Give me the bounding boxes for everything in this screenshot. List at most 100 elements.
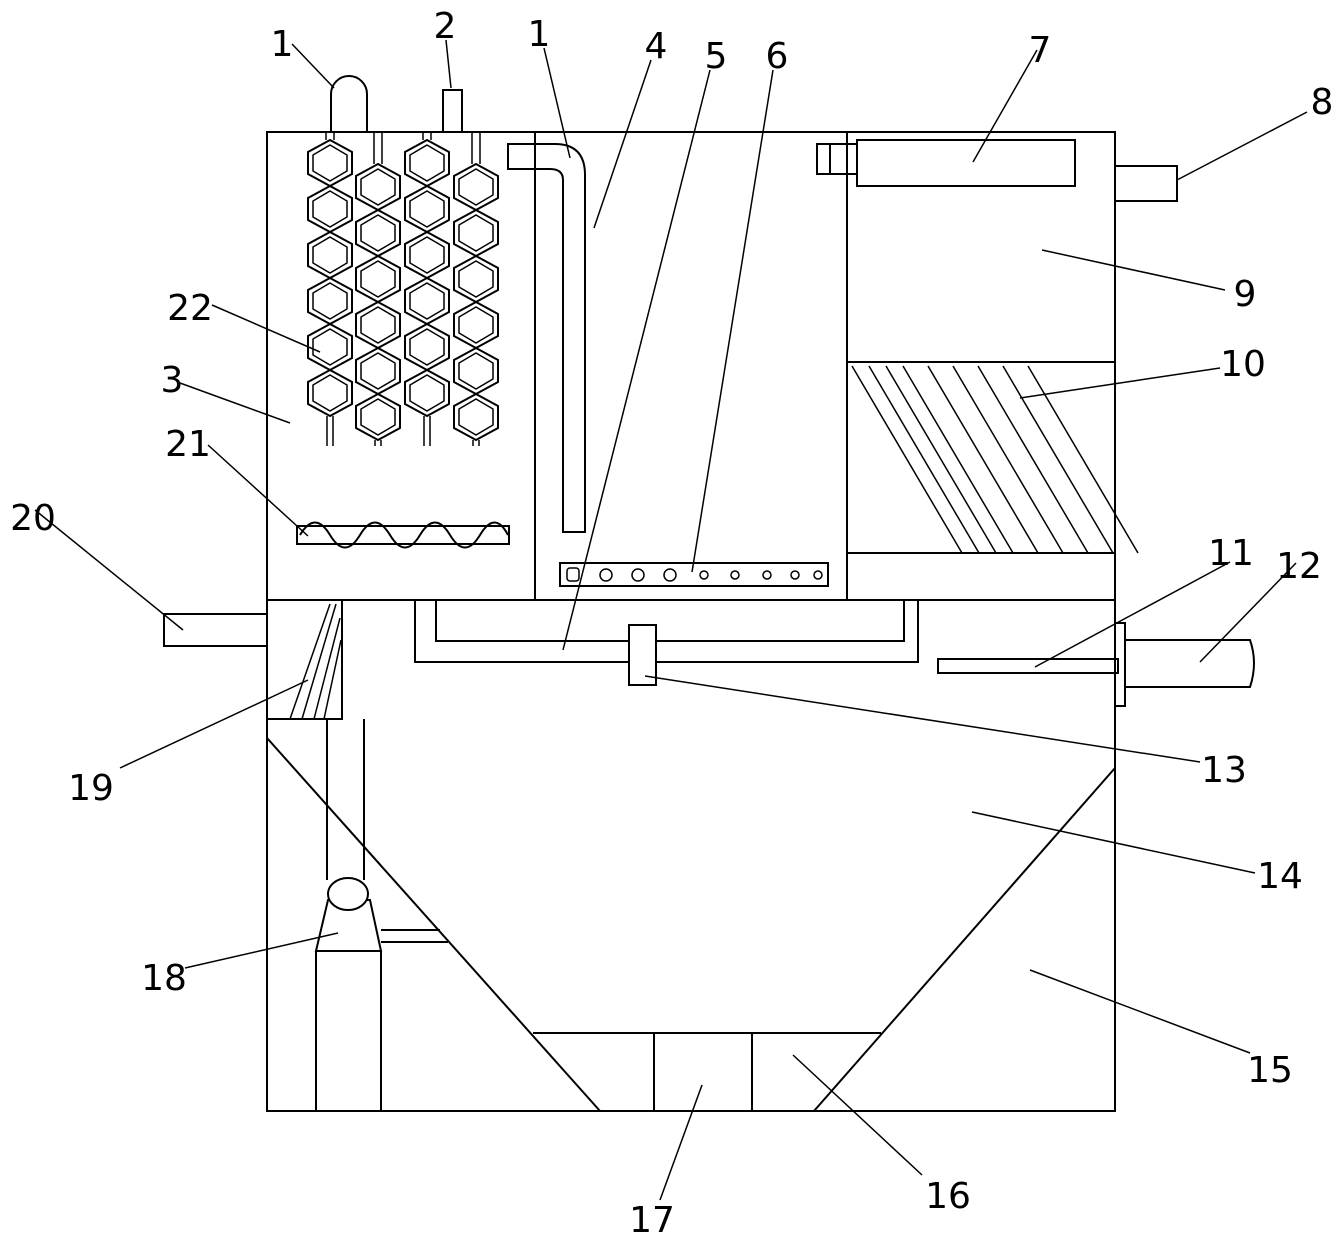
small-filter-strip	[313, 617, 341, 720]
leader-6	[691, 69, 774, 573]
label-3: 3	[161, 360, 184, 401]
honeycomb-cell-inner	[312, 236, 348, 274]
honeycomb-cell-inner	[360, 398, 396, 436]
aeration-hole	[599, 568, 613, 582]
label-19: 19	[68, 768, 114, 809]
honeycomb-cell	[307, 276, 353, 326]
honeycomb-cell-inner	[409, 236, 445, 274]
aeration-hole	[790, 570, 800, 580]
filter-strip	[851, 365, 963, 554]
hopper-right-wall	[813, 767, 1116, 1112]
honeycomb-cell-inner	[312, 144, 348, 182]
honeycomb-cell	[453, 208, 499, 258]
pump-neck	[314, 899, 383, 952]
honeycomb-cell	[453, 392, 499, 442]
leader-1b	[543, 47, 571, 159]
filter-strip	[868, 365, 980, 554]
small-filter-box	[267, 600, 343, 720]
honeycomb-cell-inner	[409, 190, 445, 228]
leader-7	[972, 49, 1038, 163]
leader-5	[562, 69, 711, 651]
honeycomb-cell-inner	[360, 306, 396, 344]
outlet-pipe-top	[442, 89, 463, 132]
aeration-hole	[813, 570, 823, 580]
leader-3	[179, 382, 291, 424]
label-16: 16	[925, 1176, 971, 1217]
fan-motor-inner	[829, 143, 858, 175]
label-4: 4	[645, 26, 668, 67]
label-8: 8	[1311, 82, 1334, 123]
label-1-top: 1	[271, 24, 294, 65]
honeycomb-cell	[404, 230, 450, 280]
aeration-hole	[631, 568, 645, 582]
honeycomb-cell	[404, 368, 450, 418]
u-pipe-outer	[414, 600, 919, 663]
label-6: 6	[766, 36, 789, 77]
stirrer-shaft	[937, 658, 1119, 674]
label-13: 13	[1201, 750, 1247, 791]
leader-4	[593, 59, 652, 229]
pump-head	[327, 877, 369, 911]
honeycomb-cell-inner	[360, 214, 396, 252]
honeycomb-cell-inner	[458, 214, 494, 252]
aeration-holes	[599, 568, 823, 582]
honeycomb-cell-inner	[458, 260, 494, 298]
label-15: 15	[1247, 1050, 1293, 1091]
honeycomb-cell-inner	[312, 282, 348, 320]
filter-strip	[952, 365, 1064, 554]
leader-12	[1199, 562, 1297, 663]
filter-strip	[977, 365, 1089, 554]
hopper-left-wall	[266, 737, 601, 1112]
label-14: 14	[1257, 856, 1303, 897]
leader-8	[1176, 111, 1308, 181]
honeycomb-cell	[355, 392, 401, 442]
honeycomb-cell	[404, 276, 450, 326]
spiral-bar	[296, 525, 510, 545]
aeration-hole	[730, 570, 740, 580]
honeycomb-cell-inner	[312, 190, 348, 228]
honeycomb-cell-inner	[409, 328, 445, 366]
filter-strip	[1027, 365, 1139, 554]
label-9: 9	[1234, 274, 1257, 315]
aeration-hole	[663, 568, 677, 582]
motor-flange	[1114, 622, 1126, 707]
label-20: 20	[10, 498, 56, 539]
label-12: 12	[1276, 546, 1322, 587]
small-filter-strip	[301, 603, 337, 720]
housing-outline	[266, 131, 1116, 1112]
aeration-hole	[699, 570, 709, 580]
honeycomb-cell	[307, 138, 353, 188]
honeycomb-cell	[355, 162, 401, 212]
honeycomb-cell	[453, 346, 499, 396]
leader-9	[1041, 249, 1226, 291]
aeration-end-hole	[566, 567, 580, 582]
honeycomb-cell-inner	[360, 168, 396, 206]
honeycomb-cell	[355, 254, 401, 304]
filter-strip	[902, 365, 1014, 554]
label-17: 17	[629, 1200, 675, 1241]
label-21: 21	[165, 424, 211, 465]
honeycomb-cell	[307, 368, 353, 418]
label-22: 22	[167, 288, 213, 329]
label-7: 7	[1029, 30, 1052, 71]
label-10: 10	[1220, 344, 1266, 385]
leader-lines	[34, 39, 1308, 1201]
honeycomb-cell	[453, 254, 499, 304]
filter-strip	[1002, 365, 1114, 554]
valve-block	[628, 624, 657, 686]
leader-13	[644, 675, 1201, 763]
honeycomb-cell	[355, 208, 401, 258]
leader-20	[34, 509, 184, 631]
drive-motor	[1125, 639, 1255, 688]
label-1-pipe: 1	[528, 14, 551, 55]
honeycomb-cell-inner	[458, 168, 494, 206]
fan-unit	[856, 139, 1076, 187]
label-11: 11	[1208, 533, 1254, 574]
honeycomb-cell-inner	[409, 144, 445, 182]
honeycomb-cell-inner	[409, 374, 445, 412]
aeration-hole	[762, 570, 772, 580]
leader-22	[211, 304, 321, 353]
honeycomb-cell-inner	[360, 352, 396, 390]
inlet-pipe-top	[330, 75, 368, 132]
